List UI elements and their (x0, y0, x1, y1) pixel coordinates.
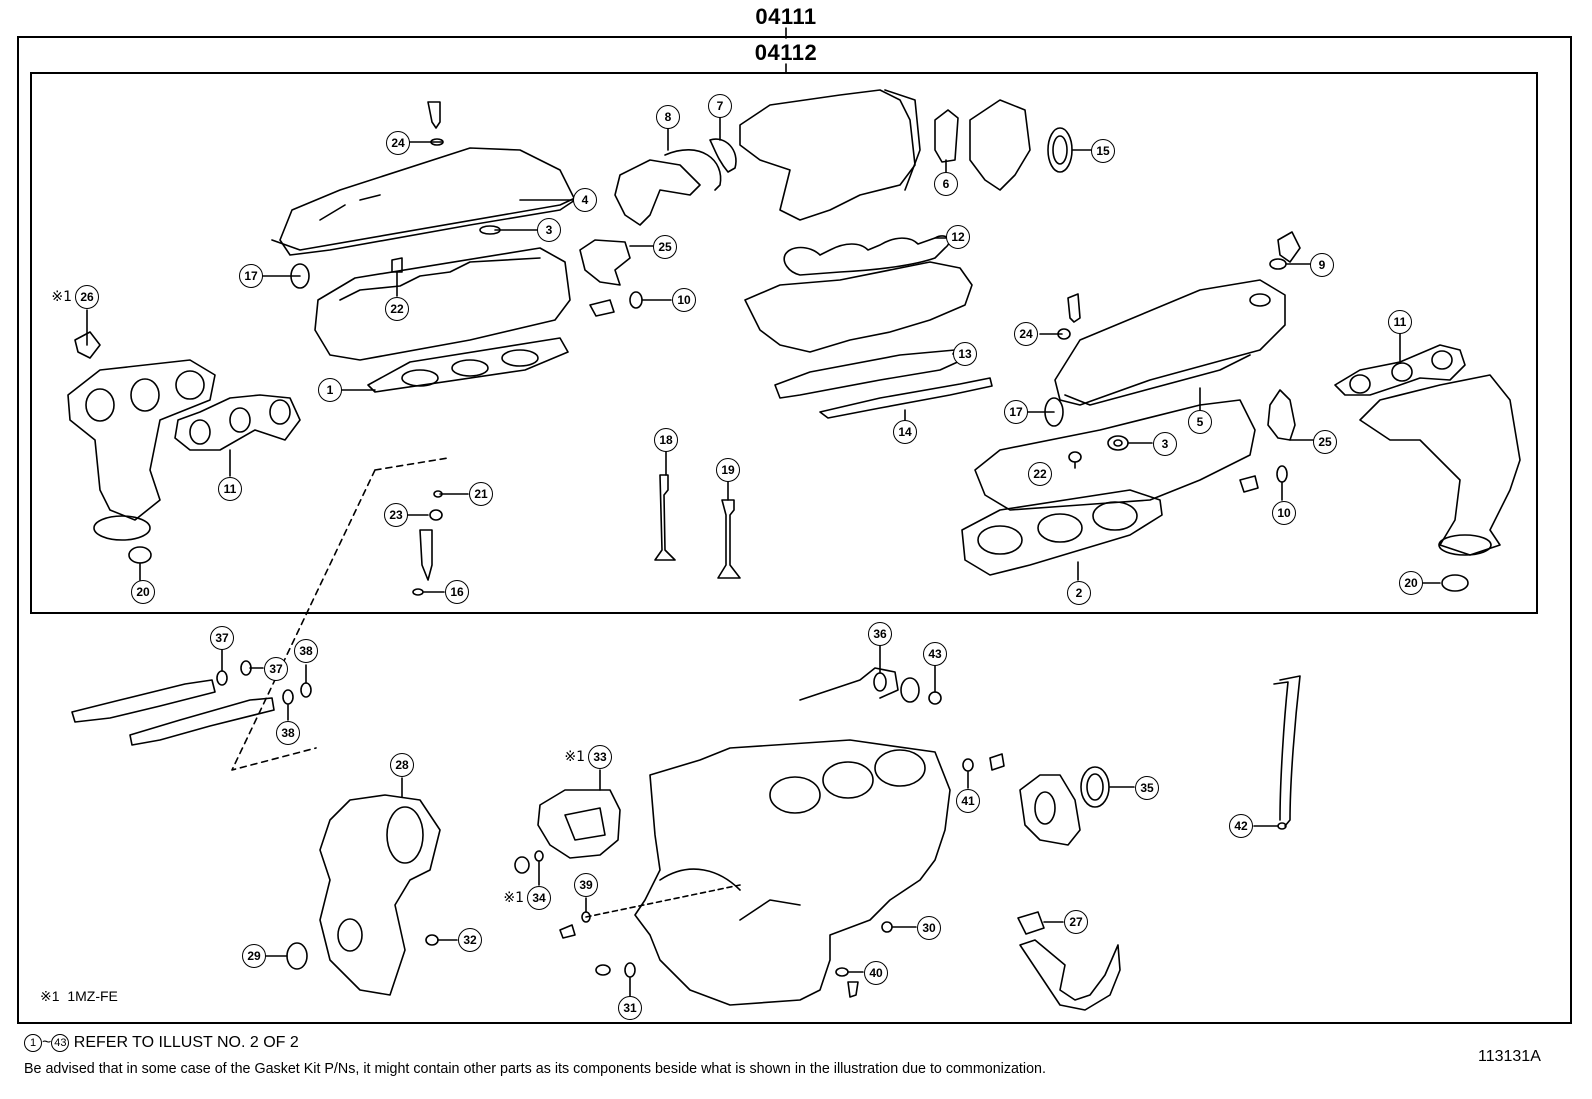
callout: 39 (574, 873, 598, 897)
callout: 33 (588, 745, 612, 769)
callout: 8 (656, 105, 680, 129)
range-start-circle: 1 (24, 1034, 42, 1052)
callout: 38 (294, 639, 318, 663)
range-end-circle: 43 (51, 1034, 70, 1052)
callout: 24 (1014, 322, 1038, 346)
callout: 7 (708, 94, 732, 118)
water-outlet (614, 159, 701, 226)
callout: 10 (672, 288, 696, 312)
callout: 18 (654, 428, 678, 452)
callout: 22 (385, 297, 409, 321)
intake-plenum (739, 89, 916, 221)
callout: 38 (276, 721, 300, 745)
callout: 11 (218, 477, 242, 501)
callout: 41 (956, 789, 980, 813)
callout: 5 (1188, 410, 1212, 434)
callout: 6 (934, 172, 958, 196)
callout: 43 (923, 642, 947, 666)
callout: 28 (390, 753, 414, 777)
illustration-id: 113131A (1478, 1048, 1541, 1065)
right-exhaust-manifold (1359, 374, 1521, 556)
note-mark: ※1 (564, 749, 585, 765)
refer-text: REFER TO ILLUST NO. 2 OF 2 (73, 1034, 299, 1052)
left-head-gasket (367, 337, 569, 393)
range-sep: ~ (42, 1034, 52, 1052)
callout: 23 (384, 503, 408, 527)
callout: 3 (1153, 432, 1177, 456)
water-pump (537, 789, 621, 859)
refer-line: 1~43 REFER TO ILLUST NO. 2 OF 2 (24, 1034, 299, 1052)
callout: 34 (527, 886, 551, 910)
callout: 20 (131, 580, 155, 604)
callout: 14 (893, 420, 917, 444)
callout: 27 (1064, 910, 1088, 934)
note-text: 1MZ-FE (67, 988, 118, 1004)
advice-text: Be advised that in some case of the Gask… (24, 1061, 1046, 1077)
rear-seal-retainer (1019, 774, 1081, 846)
inner-kit-frame (30, 72, 1538, 614)
callout: 30 (917, 916, 941, 940)
callout: 36 (868, 622, 892, 646)
note-mark: ※1 (503, 890, 524, 906)
callout: 1 (318, 378, 342, 402)
callout: 42 (1229, 814, 1253, 838)
callout: 37 (264, 657, 288, 681)
callout: 20 (1399, 571, 1423, 595)
engine-block (634, 739, 951, 1006)
callout: 10 (1272, 501, 1296, 525)
callout: 26 (75, 285, 99, 309)
callout: 13 (953, 342, 977, 366)
callout: 32 (458, 928, 482, 952)
callout: 19 (716, 458, 740, 482)
callout: 15 (1091, 139, 1115, 163)
left-exhaust-manifold (67, 359, 216, 521)
callout: 3 (537, 218, 561, 242)
callout: 25 (1313, 430, 1337, 454)
callout: 4 (573, 188, 597, 212)
callout: 11 (1388, 310, 1412, 334)
model-note: ※1 1MZ-FE (40, 988, 118, 1005)
left-head-cover (279, 147, 576, 256)
right-head-cover (1054, 279, 1286, 406)
callout: 12 (946, 225, 970, 249)
callout: 9 (1310, 253, 1334, 277)
callout: 35 (1135, 776, 1159, 800)
callout: 2 (1067, 581, 1091, 605)
inner-kit-code: 04112 (754, 40, 818, 65)
outer-kit-code: 04111 (755, 4, 817, 29)
callout: 17 (1004, 400, 1028, 424)
note-mark: ※1 (51, 289, 72, 305)
callout: 22 (1028, 462, 1052, 486)
callout: 16 (445, 580, 469, 604)
outer-kit-frame (17, 36, 1572, 1024)
callout: 21 (469, 482, 493, 506)
callout: 31 (618, 996, 642, 1020)
intake-lower (744, 261, 973, 353)
callout: 25 (653, 235, 677, 259)
right-cylinder-head (974, 399, 1256, 511)
left-cylinder-head (314, 247, 571, 361)
callout: 40 (864, 961, 888, 985)
callout: 17 (239, 264, 263, 288)
callout: 24 (386, 131, 410, 155)
callout: 37 (210, 626, 234, 650)
callout: 29 (242, 944, 266, 968)
right-head-gasket (961, 489, 1163, 576)
note-mark: ※1 (40, 988, 60, 1004)
